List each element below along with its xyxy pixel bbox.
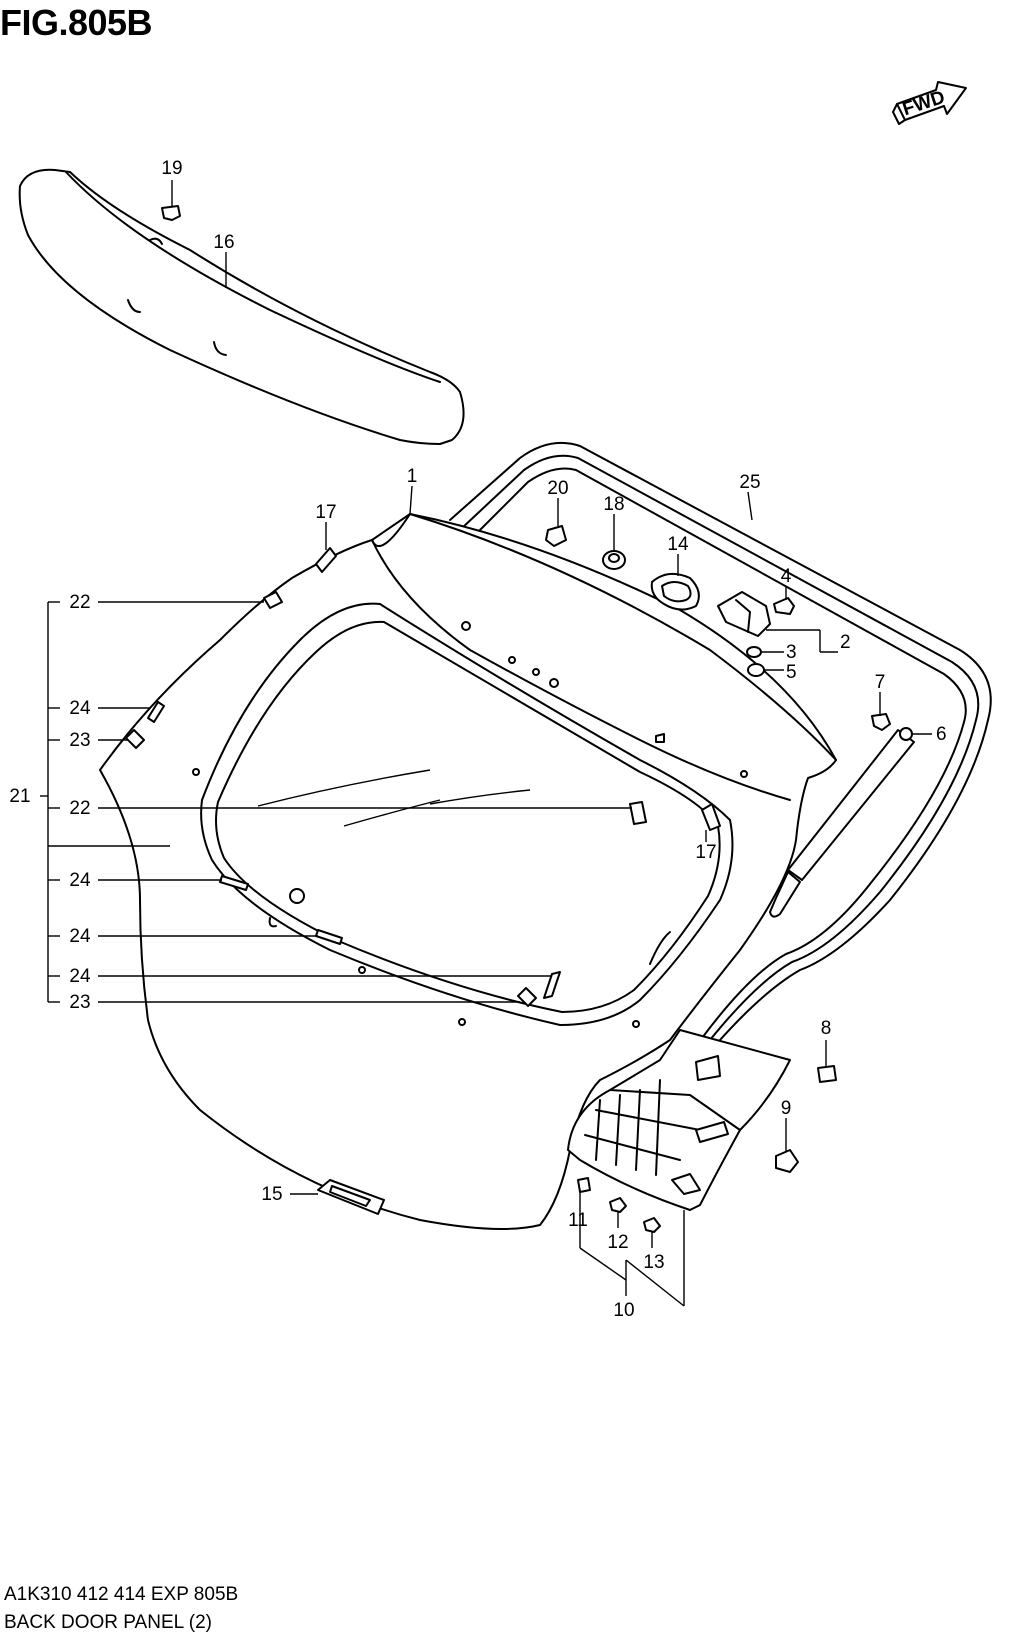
- screw-12: [609, 1197, 627, 1213]
- callout-6: 6: [936, 724, 947, 745]
- callout-3: 3: [786, 642, 797, 663]
- callout-22-top: 22: [69, 592, 90, 613]
- callout-24-a: 24: [69, 698, 91, 719]
- footer-catalog-code: A1K310 412 414 EXP 805B: [4, 1584, 239, 1605]
- inner-trim-part: [567, 1029, 791, 1211]
- pad-24c: [315, 929, 343, 945]
- callout-12: 12: [607, 1232, 628, 1253]
- pad-22b: [629, 801, 647, 825]
- callout-11: 11: [568, 1210, 588, 1231]
- pad-17b: [701, 803, 721, 831]
- callout-8: 8: [821, 1018, 832, 1039]
- callout-5: 5: [786, 662, 797, 683]
- callout-19: 19: [161, 158, 182, 179]
- pad-23a: [125, 729, 145, 749]
- callout-13: 13: [643, 1252, 664, 1273]
- clip-11: [577, 1177, 591, 1193]
- bumper-8: [817, 1065, 837, 1083]
- pad-17a: [315, 547, 337, 573]
- nut-20: [545, 525, 567, 547]
- callout-22-mid: 22: [69, 798, 90, 819]
- callout-24-c: 24: [69, 926, 91, 947]
- callout-25: 25: [739, 472, 760, 493]
- callout-7: 7: [875, 672, 886, 693]
- washer-3: [746, 646, 762, 658]
- callout-20: 20: [547, 478, 568, 499]
- callout-4: 4: [781, 566, 792, 587]
- gas-strut-6: [769, 727, 915, 918]
- pad-24d: [543, 971, 561, 999]
- callout-1: 1: [407, 466, 418, 487]
- lamp-15: [317, 1179, 385, 1215]
- callout-24-b: 24: [69, 870, 91, 891]
- nut-5: [747, 663, 765, 677]
- bolt-4: [773, 597, 795, 615]
- screw-13: [643, 1217, 661, 1233]
- callout-24-d: 24: [69, 966, 91, 987]
- pad-24a: [147, 701, 165, 723]
- hinge-2: [717, 591, 771, 637]
- callout-2: 2: [840, 632, 851, 653]
- spoiler-part: [18, 168, 465, 445]
- pad-23b: [517, 987, 537, 1007]
- callout-16: 16: [213, 232, 234, 253]
- fwd-label: FWD: [900, 87, 948, 120]
- fwd-arrow-icon: FWD: [892, 81, 967, 125]
- figure-title: FIG.805B: [0, 2, 153, 43]
- grommet-18: [602, 550, 626, 570]
- callout-17-right: 17: [695, 842, 716, 863]
- callout-15: 15: [261, 1184, 282, 1205]
- pad-22a: [263, 591, 283, 609]
- callout-14: 14: [667, 534, 689, 555]
- callout-23-top: 23: [69, 730, 90, 751]
- leader-lines: [40, 180, 932, 1307]
- callout-labels: 19 16 1 17 20 18 14 25 4 2 3 5 7 6 17 8 …: [9, 158, 946, 1321]
- callout-21: 21: [9, 786, 30, 807]
- callout-18: 18: [603, 494, 624, 515]
- callout-9: 9: [781, 1098, 792, 1119]
- callout-23-bottom: 23: [69, 992, 90, 1013]
- clip-19: [161, 205, 181, 221]
- stopper-7: [871, 713, 891, 731]
- clip-9: [775, 1149, 799, 1173]
- back-door-panel-part: [99, 513, 837, 1230]
- callout-10: 10: [613, 1300, 634, 1321]
- weatherstrip-part: [449, 441, 992, 1041]
- callout-17-top: 17: [315, 502, 336, 523]
- footer-section-name: BACK DOOR PANEL (2): [4, 1612, 212, 1633]
